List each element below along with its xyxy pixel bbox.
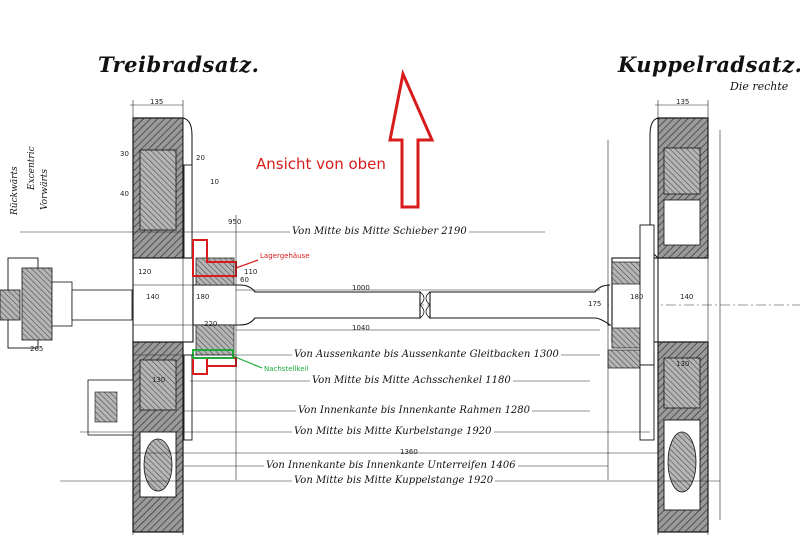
dim-row-schieber: Von Mitte bis Mitte Schieber 2190 bbox=[290, 226, 469, 237]
bearing-housing-label: Lagergehäuse bbox=[260, 252, 310, 260]
dim-row-kuppelstange: Von Mitte bis Mitte Kuppelstange 1920 bbox=[292, 475, 496, 486]
dim-60: 60 bbox=[240, 276, 249, 284]
title-treibradsatz: Treibradsatz. bbox=[98, 52, 260, 77]
label-vorwaerts: Vorwärts bbox=[40, 168, 50, 210]
title-kuppelradsatz: Kuppelradsatz. bbox=[618, 52, 800, 77]
dim-265: 265 bbox=[30, 345, 44, 353]
dim-1360: 1360 bbox=[400, 448, 418, 456]
dim-140-left: 140 bbox=[146, 293, 160, 301]
dim-120: 120 bbox=[138, 268, 152, 276]
dim-130-right: 130 bbox=[676, 360, 690, 368]
dim-row-gleitbacken: Von Aussenkante bis Aussenkante Gleitbac… bbox=[292, 349, 561, 360]
label-rueckwaerts: Rückwärts bbox=[10, 166, 20, 215]
label-excenter: Excentric bbox=[27, 146, 37, 190]
left-eccentric bbox=[0, 257, 134, 436]
dim-30: 30 bbox=[120, 150, 129, 158]
adjusting-wedge-label: Nachstellkeil bbox=[264, 365, 309, 373]
dim-row-unterreifen: Von Innenkante bis Innenkante Unterreife… bbox=[264, 460, 518, 471]
adjusting-wedge-highlight bbox=[192, 349, 263, 369]
subtitle-right: Die rechte bbox=[730, 80, 789, 93]
dim-140-right: 140 bbox=[680, 293, 694, 301]
dim-135-left: 135 bbox=[150, 98, 164, 106]
dim-180-left: 180 bbox=[196, 293, 210, 301]
dim-130-left: 130 bbox=[152, 376, 166, 384]
dim-220: 220 bbox=[204, 320, 218, 328]
axle bbox=[192, 257, 612, 356]
dim-20: 20 bbox=[196, 154, 205, 162]
view-direction-arrow bbox=[388, 69, 435, 209]
dim-950: 950 bbox=[228, 218, 242, 226]
dim-175: 175 bbox=[588, 300, 602, 308]
dim-135-right: 135 bbox=[676, 98, 690, 106]
dim-1000: 1000 bbox=[352, 284, 370, 292]
right-wheel-assembly bbox=[607, 117, 709, 533]
dim-40: 40 bbox=[120, 190, 129, 198]
view-label: Ansicht von oben bbox=[256, 155, 386, 173]
dim-180-right: 180 bbox=[630, 293, 644, 301]
reference-lines bbox=[132, 100, 721, 535]
dim-row-kurbelstange: Von Mitte bis Mitte Kurbelstange 1920 bbox=[292, 426, 494, 437]
dim-row-rahmen: Von Innenkante bis Innenkante Rahmen 128… bbox=[296, 405, 533, 416]
dim-row-achsschenkel: Von Mitte bis Mitte Achsschenkel 1180 bbox=[310, 375, 513, 386]
dim-110: 110 bbox=[244, 268, 258, 276]
dim-10: 10 bbox=[210, 178, 219, 186]
dim-1040: 1040 bbox=[352, 324, 370, 332]
left-wheel-assembly bbox=[132, 117, 194, 533]
